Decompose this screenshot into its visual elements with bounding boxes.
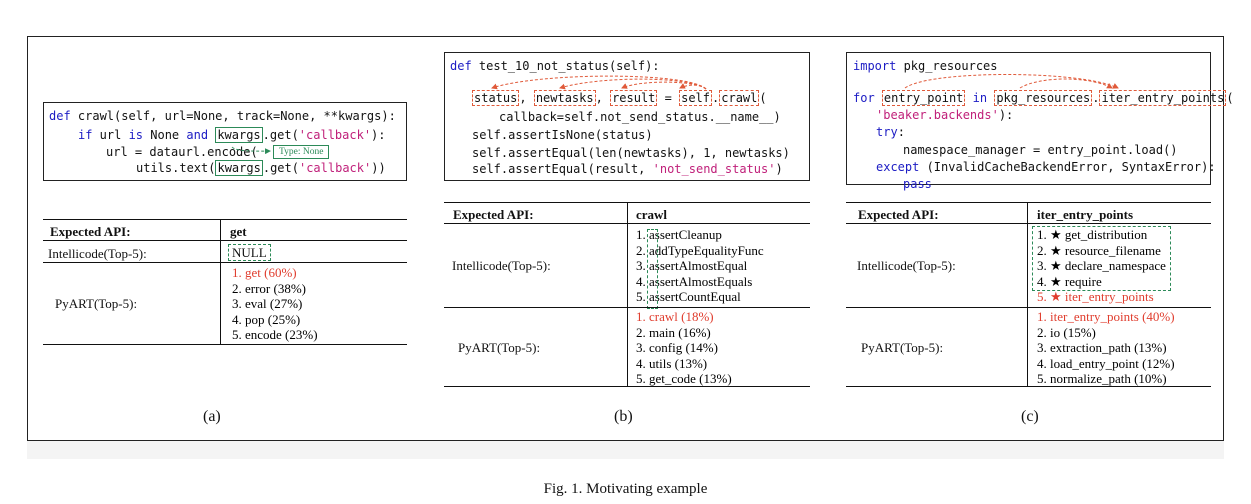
panel-a-pyart-label: PyART(Top-5): [55,296,138,311]
result-highlight: result [610,90,658,106]
list-item: 1. crawl (18%) [636,309,714,324]
list-item: 4. ★ require [1037,273,1102,289]
panel-a-code-line-3: url = dataurl.encode( [106,145,258,159]
panel-a-pyart-list: 1. get (60%) 2. error (38%) 3. eval (27%… [232,265,318,343]
panel-c-top-rule [846,202,1211,204]
panel-b-header-left: Expected API: [453,207,534,222]
panel-a-mid-rule [43,262,407,263]
list-item: 3. ★ declare_namespace [1037,258,1166,274]
panel-c-code-line-5: namespace_manager = entry_point.load() [903,143,1178,157]
panel-c-bottom-rule [846,386,1211,388]
panel-c-label: (c) [1021,408,1039,425]
list-item: 3. eval (27%) [232,296,303,312]
list-item: 2. main (16%) [636,324,711,340]
panel-c-code-line-3: 'beaker.backends'): [876,108,1014,122]
panel-c-code-line-7: pass [903,177,932,191]
panel-c-header-left: Expected API: [858,207,939,222]
self-highlight: self [679,90,713,106]
panel-a-label: (a) [203,408,221,425]
list-item: 3. assertAlmostEqual [636,258,748,274]
panel-c-mid-rule [846,307,1211,308]
figure-caption: Fig. 1. Motivating example [543,481,708,497]
list-item: 2. ★ resource_filename [1037,242,1161,258]
figure-frame [27,36,1224,441]
panel-b-code-line-5: self.assertEqual(len(newtasks), 1, newta… [472,146,790,160]
panel-c-code-line-4: try: [876,125,905,139]
panel-a-header-left: Expected API: [50,224,131,239]
panel-b-intellicode-label: Intellicode(Top-5): [452,258,551,273]
panel-c-pyart-label: PyART(Top-5): [861,340,944,355]
panel-b-code-line-4: self.assertIsNone(status) [472,128,653,142]
panel-a-header-rule [43,240,407,241]
panel-c-code-line-1: import pkg_resources [853,59,998,73]
panel-c-header-right: iter_entry_points [1037,207,1134,222]
list-item: 4. utils (13%) [636,355,708,371]
panel-a-code-line-2: if url is None and kwargs.get('callback'… [78,127,386,143]
panel-c-intellicode-highlight [1032,226,1171,291]
panel-c-pyart-list: 1. iter_entry_points (40%) 2. io (15%) 3… [1037,309,1175,387]
pkg-resources-highlight: pkg_resources [994,90,1093,106]
panel-b-intellicode-list: 1. assertCleanup 2. addTypeEqualityFunc … [636,227,764,305]
list-item: 3. extraction_path (13%) [1037,340,1167,356]
panel-a-bottom-rule [43,344,407,346]
list-item: 1. get (60%) [232,265,297,280]
list-item: 2. error (38%) [232,280,306,296]
panel-c-intellicode-label: Intellicode(Top-5): [857,258,956,273]
list-item: 4. load_entry_point (12%) [1037,355,1175,371]
panel-b-code-box [444,52,810,181]
status-highlight: status [472,90,520,106]
list-item: 4. pop (25%) [232,311,301,327]
entry-point-highlight: entry_point [881,90,966,106]
panel-a-code-line-4: utils.text(kwargs.get('callback')) [136,160,386,176]
panel-b-pyart-label: PyART(Top-5): [458,340,541,355]
panel-b-pyart-list: 1. crawl (18%) 2. main (16%) 3. config (… [636,309,732,387]
panel-a-top-rule [43,219,407,221]
panel-a-col-divider [220,220,221,344]
list-item: 4. assertAlmostEquals [636,273,753,289]
type-hint-box: Type: None [273,145,330,159]
panel-c-intellicode-list: 1. ★ get_distribution 2. ★ resource_file… [1037,227,1166,305]
panel-a-header-right: get [230,224,247,239]
panel-b-header-rule [444,223,810,224]
panel-b-bottom-rule [444,386,810,388]
panel-c-code-line-2: for entry_point in pkg_resources.iter_en… [853,90,1234,106]
list-item: 1. ★ get_distribution [1037,227,1148,242]
figure-bottom-strip [27,441,1224,459]
panel-a-intellicode-label: Intellicode(Top-5): [48,246,147,261]
crawl-highlight: crawl [719,90,760,106]
list-item: 3. config (14%) [636,340,718,356]
panel-b-top-rule [444,202,810,204]
newtasks-highlight: newtasks [533,90,596,106]
panel-c-header-rule [846,223,1211,224]
iter-entry-points-highlight: iter_entry_points [1099,90,1227,106]
panel-a-code-box [43,102,407,181]
panel-a-intellicode-null: NULL [228,244,271,261]
panel-b-code-line-3: callback=self.not_send_status.__name__) [499,110,781,124]
list-item: 5. get_code (13%) [636,371,732,387]
panel-c-col-divider [1027,203,1028,386]
panel-b-code-line-6: self.assertEqual(result, 'not_send_statu… [472,162,783,176]
panel-a-code-line-1: def crawl(self, url=None, track=None, **… [49,109,396,123]
panel-b-label: (b) [614,408,633,425]
list-item: 2. io (15%) [1037,324,1096,340]
list-item: 2. addTypeEqualityFunc [636,242,764,258]
panel-b-prefix-highlight [647,229,658,309]
panel-b-col-divider [627,203,628,386]
panel-b-code-line-2: status, newtasks, result = self.crawl( [472,90,767,106]
panel-b-code-line-1: def test_10_not_status(self): [450,59,660,73]
list-item: 5. normalize_path (10%) [1037,371,1167,387]
kwargs-highlight-2: kwargs [215,160,263,176]
list-item: 5. ★ iter_entry_points [1037,289,1154,305]
kwargs-highlight-1: kwargs [215,127,263,143]
panel-c-code-line-6: except (InvalidCacheBackendError, Syntax… [876,160,1216,174]
list-item: 1. iter_entry_points (40%) [1037,309,1175,324]
panel-b-header-right: crawl [636,207,668,222]
list-item: 5. encode (23%) [232,327,318,343]
list-item: 5. assertCountEqual [636,289,741,305]
panel-b-mid-rule [444,307,810,308]
